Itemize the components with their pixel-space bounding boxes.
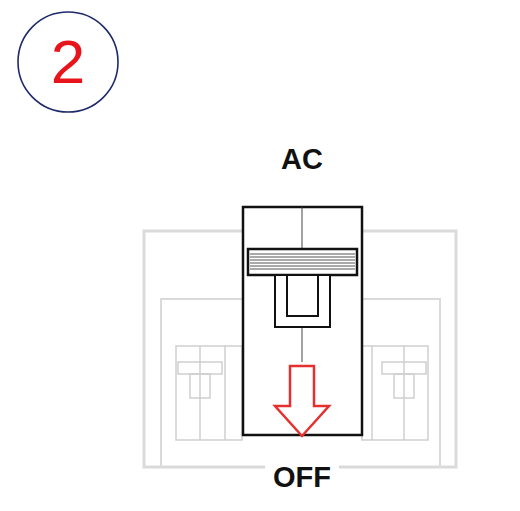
switch-position: OFF <box>265 462 339 494</box>
toggle-grip <box>250 269 355 270</box>
off-arrow <box>275 366 329 436</box>
circle-outline <box>18 12 118 112</box>
step-number: 2 <box>51 31 85 93</box>
breaker-name: AC <box>273 144 331 176</box>
toggle-grip <box>250 254 355 255</box>
toggle-grip <box>250 260 355 261</box>
step-circle: 2 <box>16 10 120 114</box>
toggle-grip <box>250 257 355 258</box>
toggle-grip <box>250 263 355 264</box>
main-breaker <box>243 207 362 435</box>
toggle-grip <box>250 266 355 267</box>
